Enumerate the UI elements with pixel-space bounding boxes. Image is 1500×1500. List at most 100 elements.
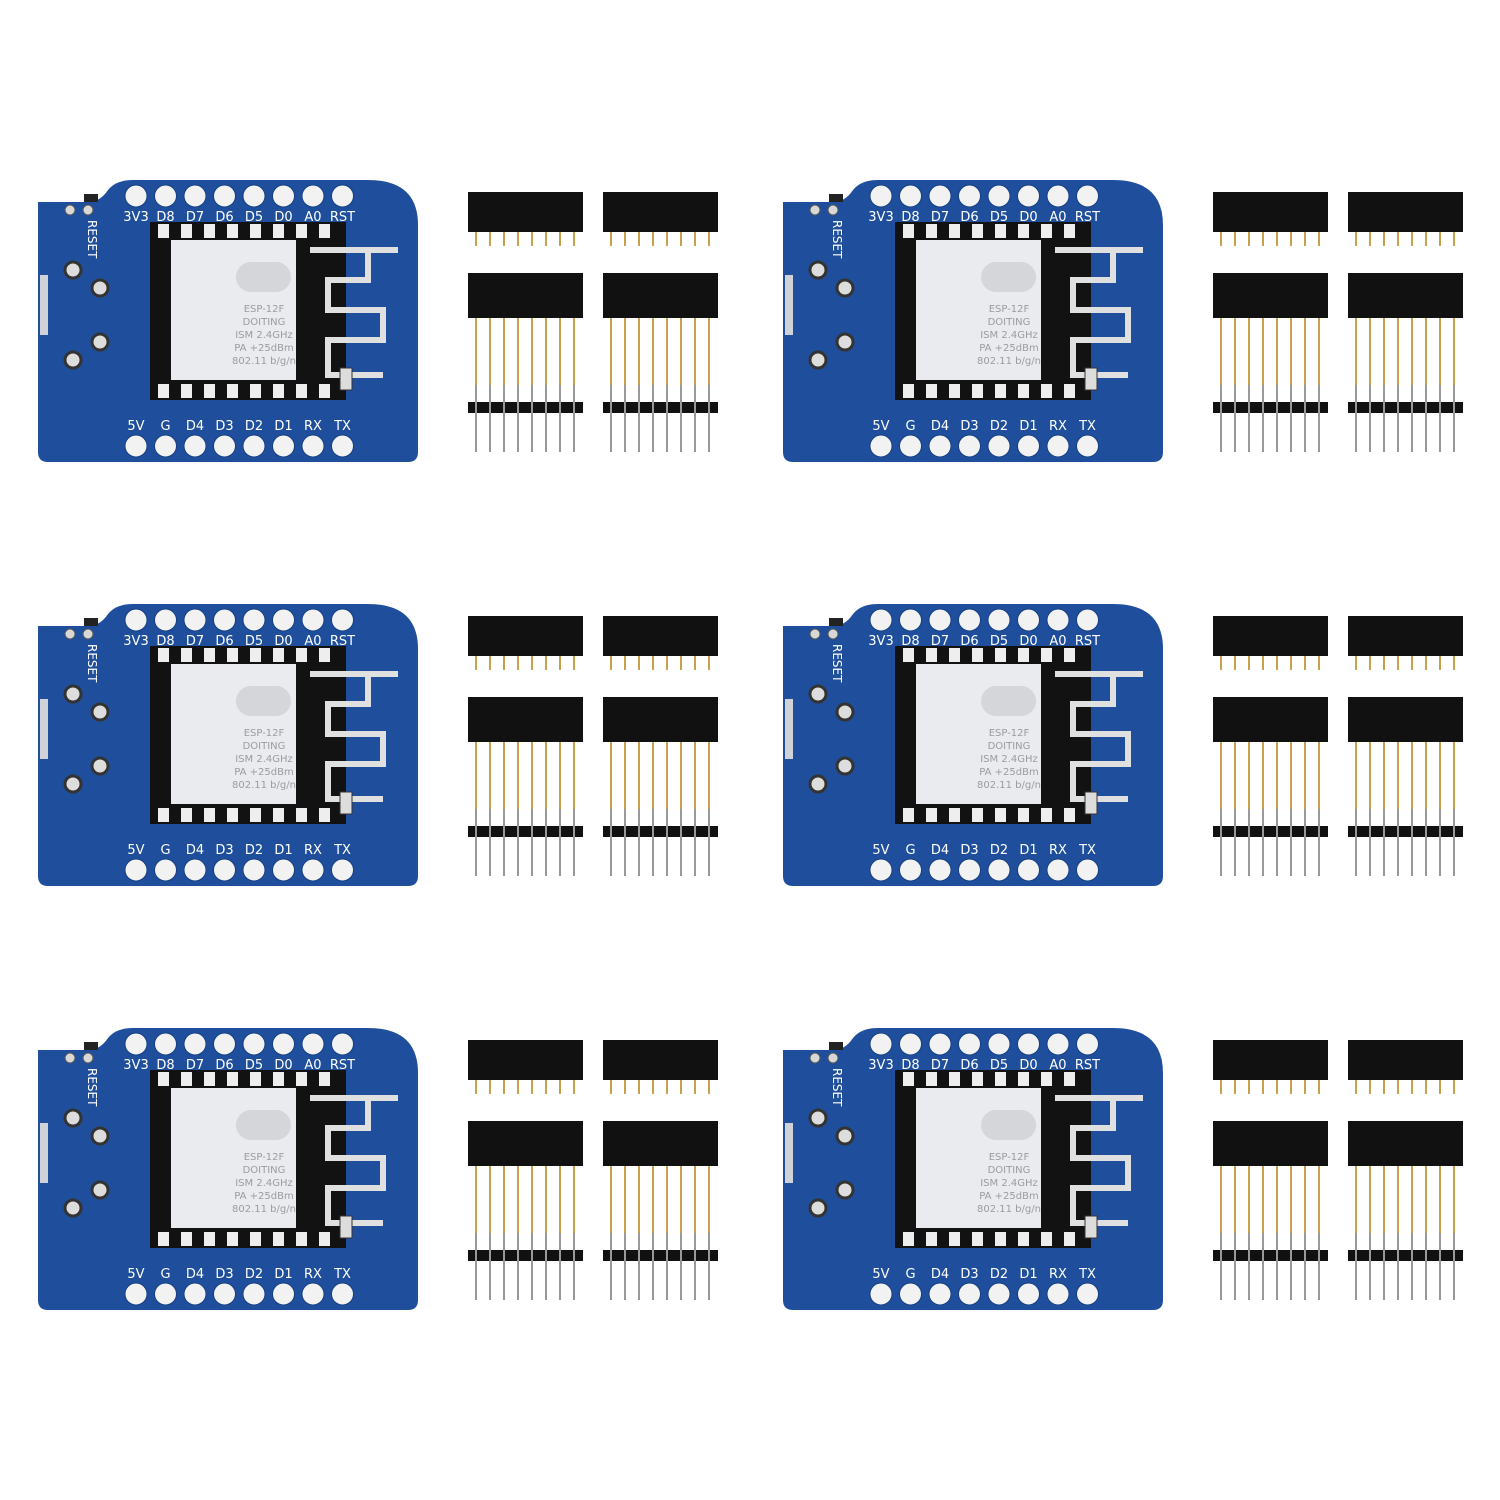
module-castellation	[273, 648, 284, 662]
top-pin-hole	[869, 1032, 893, 1056]
female-header-long	[1213, 273, 1328, 318]
bottom-pin-hole	[331, 858, 354, 882]
bottom-pin-label: D3	[960, 1267, 978, 1282]
module-castellation	[1041, 224, 1052, 238]
module-text: 802.11 b/g/n	[232, 356, 296, 367]
mounting-pad	[835, 756, 855, 776]
top-pin-label: D5	[990, 210, 1008, 225]
top-pin-label: D7	[931, 210, 949, 225]
top-pin-hole	[1017, 1032, 1040, 1056]
top-pin-label: D5	[245, 210, 263, 225]
female-header-short	[603, 192, 718, 232]
top-pin-label: RST	[330, 1058, 355, 1073]
module-castellation	[903, 384, 914, 398]
bottom-pin-label: D2	[990, 1267, 1008, 1282]
bottom-pin-hole	[124, 434, 148, 458]
reset-pad	[64, 1052, 76, 1064]
top-pin-label: D7	[931, 1058, 949, 1073]
mounting-pad	[90, 1180, 110, 1200]
module-castellation	[903, 808, 914, 822]
top-pin-hole	[899, 184, 922, 208]
module-castellation	[227, 224, 238, 238]
kit-illustration: RESET3V35VD8GD7D4D6D3D5D2D0D1A0RXRSTTXES…	[38, 604, 718, 886]
module-castellation	[1018, 648, 1029, 662]
module-castellation	[995, 224, 1006, 238]
module-text: ISM 2.4GHz	[980, 754, 1038, 765]
module-castellation	[250, 1072, 261, 1086]
top-pin-label: D5	[990, 1058, 1008, 1073]
led	[339, 1215, 353, 1239]
module-text: DOITING	[243, 317, 286, 328]
bottom-pin-hole	[899, 1282, 922, 1306]
top-pin-label: D0	[274, 1058, 292, 1073]
bottom-pin-label: D3	[215, 843, 233, 858]
reset-pad	[82, 628, 94, 640]
module-text: ESP-12F	[989, 304, 1030, 315]
module-text: PA +25dBm	[979, 343, 1038, 354]
pin-header-set	[1213, 616, 1328, 876]
top-pin-hole	[1017, 184, 1040, 208]
module-castellation	[903, 224, 914, 238]
bottom-pin-hole	[301, 434, 325, 458]
top-pin-label: 3V3	[123, 1058, 148, 1073]
module-text: DOITING	[988, 1165, 1031, 1176]
reset-pad	[809, 1052, 821, 1064]
bottom-pin-hole	[242, 858, 266, 882]
male-header	[1213, 402, 1328, 413]
male-header	[603, 402, 718, 413]
module-text: PA +25dBm	[979, 1191, 1038, 1202]
reset-button	[829, 1042, 843, 1050]
led	[339, 791, 353, 815]
d1-mini-board: RESET3V35VD8GD7D4D6D3D5D2D0D1A0RXRSTTXES…	[783, 604, 1163, 886]
bottom-pin-label: D2	[990, 419, 1008, 434]
male-header	[1348, 826, 1463, 837]
module-castellation	[949, 1072, 960, 1086]
module-text: 802.11 b/g/n	[232, 780, 296, 791]
top-pin-label: D8	[901, 1058, 919, 1073]
module-castellation	[204, 224, 215, 238]
pin-header-set	[603, 616, 718, 876]
top-pin-label: D0	[274, 634, 292, 649]
module-text: 802.11 b/g/n	[232, 1204, 296, 1215]
module-text: 802.11 b/g/n	[977, 1204, 1041, 1215]
reset-label: RESET	[830, 1068, 844, 1107]
module-castellation	[972, 384, 983, 398]
top-pin-hole	[242, 1032, 266, 1056]
module-castellation	[1064, 384, 1075, 398]
bottom-pin-label: D3	[215, 1267, 233, 1282]
mounting-pad	[835, 1180, 855, 1200]
module-text: ISM 2.4GHz	[980, 1178, 1038, 1189]
module-castellation	[158, 808, 169, 822]
male-header	[603, 1250, 718, 1261]
module-castellation	[296, 224, 307, 238]
led	[1084, 1215, 1098, 1239]
bottom-pin-label: 5V	[872, 843, 889, 858]
bottom-pin-hole	[331, 434, 354, 458]
bottom-pin-label: D4	[186, 1267, 204, 1282]
kit-illustration: RESET3V35VD8GD7D4D6D3D5D2D0D1A0RXRSTTXES…	[38, 180, 718, 462]
bottom-pin-hole	[1076, 434, 1099, 458]
top-pin-hole	[301, 608, 325, 632]
top-pin-label: D8	[156, 1058, 174, 1073]
female-header-short	[1348, 616, 1463, 656]
module-text: ESP-12F	[989, 1152, 1030, 1163]
top-pin-label: 3V3	[123, 634, 148, 649]
module-castellation	[1064, 808, 1075, 822]
bottom-pin-hole	[301, 1282, 325, 1306]
bottom-pin-hole	[987, 1282, 1011, 1306]
reset-label: RESET	[85, 1068, 99, 1107]
usb-connector	[785, 1123, 793, 1183]
bottom-pin-hole	[1076, 858, 1099, 882]
bottom-pin-hole	[1046, 1282, 1070, 1306]
bottom-pin-label: RX	[304, 1267, 322, 1282]
module-text: ISM 2.4GHz	[980, 330, 1038, 341]
bottom-pin-label: TX	[1078, 843, 1096, 858]
female-header-long	[603, 273, 718, 318]
module-castellation	[204, 1232, 215, 1246]
female-header-long	[468, 1121, 583, 1166]
module-text: PA +25dBm	[979, 767, 1038, 778]
module-castellation	[972, 1072, 983, 1086]
bottom-pin-label: TX	[1078, 1267, 1096, 1282]
top-pin-hole	[1046, 608, 1070, 632]
